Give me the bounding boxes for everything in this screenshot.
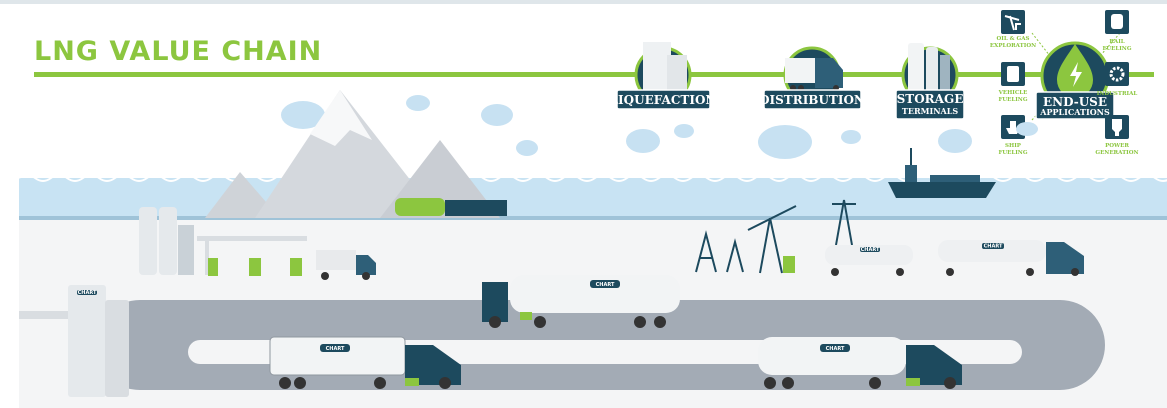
stage-label: END-USE <box>1043 95 1107 109</box>
tanker-truck: CHART <box>269 336 461 389</box>
gear-icon <box>1105 62 1129 86</box>
storage-tanks-left: CHART <box>19 285 129 397</box>
svg-text:CHART: CHART <box>984 244 1003 250</box>
svg-text:CHART: CHART <box>326 346 345 352</box>
page-title: LNG VALUE CHAIN <box>34 36 322 67</box>
svg-text:INDUSTRIAL: INDUSTRIAL <box>1097 91 1138 97</box>
end-use-industrial: INDUSTRIAL <box>1097 62 1138 97</box>
stage-liquefaction: LIQUEFACTION <box>610 42 717 110</box>
waves <box>18 174 1167 182</box>
pump-jack-icon <box>1001 10 1025 34</box>
svg-text:RAIL: RAIL <box>1109 39 1124 45</box>
stage-storage-terminals: STORAGE TERMINALS <box>895 43 965 120</box>
stage-label: STORAGE <box>897 92 964 106</box>
mountains <box>205 90 500 218</box>
stage-end-use: END-USE APPLICATIONS <box>1031 32 1121 121</box>
stage-label: LIQUEFACTION <box>610 93 717 107</box>
stage-distribution: DISTRIBUTION <box>759 46 865 110</box>
svg-text:SHIP: SHIP <box>1005 143 1021 149</box>
svg-text:FUELING: FUELING <box>998 150 1027 156</box>
stage-sublabel: TERMINALS <box>902 106 958 116</box>
oil-field <box>695 199 856 274</box>
svg-text:FUELING: FUELING <box>998 97 1027 103</box>
end-use-vehicle: VEHICLE FUELING <box>998 62 1028 103</box>
svg-text:EXPLORATION: EXPLORATION <box>990 43 1036 49</box>
end-use-oil-gas: OIL & GAS EXPLORATION <box>990 10 1036 49</box>
train <box>395 198 507 216</box>
svg-text:CHART: CHART <box>78 290 97 296</box>
stage-sublabel: APPLICATIONS <box>1039 107 1110 117</box>
svg-text:POWER: POWER <box>1105 143 1129 149</box>
clouds <box>281 95 1038 159</box>
box-truck <box>316 250 376 280</box>
svg-text:CHART: CHART <box>861 247 880 253</box>
svg-text:FUELING: FUELING <box>1102 46 1131 52</box>
tanker-truck: CHART <box>938 240 1084 276</box>
svg-text:OIL & GAS: OIL & GAS <box>997 36 1030 42</box>
tanker-truck: CHART <box>482 275 680 328</box>
top-border <box>0 0 1167 4</box>
svg-text:CHART: CHART <box>826 346 845 352</box>
svg-text:GENERATION: GENERATION <box>1095 150 1138 156</box>
gas-station <box>139 207 307 276</box>
tanker-truck: CHART <box>825 245 913 276</box>
svg-text:VEHICLE: VEHICLE <box>998 90 1028 96</box>
timeline-line <box>34 72 1154 77</box>
tanker-truck: CHART <box>758 337 962 389</box>
ship <box>888 148 996 198</box>
end-use-rail: RAIL FUELING <box>1102 10 1132 52</box>
svg-text:CHART: CHART <box>596 282 615 288</box>
end-use-power: POWER GENERATION <box>1095 115 1139 156</box>
stage-label: DISTRIBUTION <box>759 93 865 107</box>
